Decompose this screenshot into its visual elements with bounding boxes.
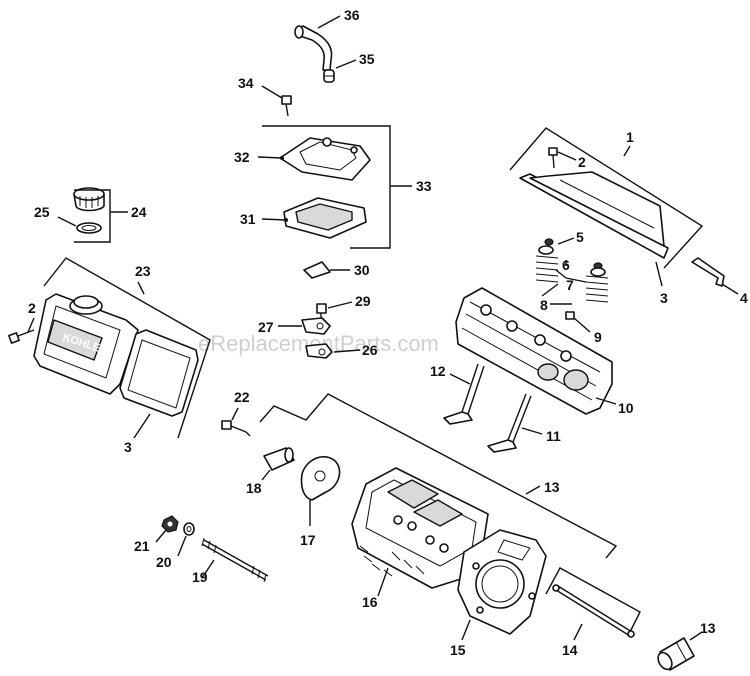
callout-22: 21 <box>134 538 150 554</box>
part-19-bushing <box>261 447 295 481</box>
callout-14: 13 <box>700 620 716 636</box>
part-25-oil-fill-cap <box>57 187 128 243</box>
bracket-15 <box>545 567 641 641</box>
callout-7: 7 <box>566 277 574 293</box>
callout-16: 15 <box>450 642 466 658</box>
part-3-right-gasket <box>655 261 663 287</box>
callout-19: 18 <box>246 480 262 496</box>
part-34-screw: 34 <box>238 75 292 117</box>
callout-32: 31 <box>240 211 256 227</box>
callout-35: 35 <box>359 51 375 67</box>
part-10-cylinder-head <box>455 287 617 415</box>
part-11-valve <box>487 393 543 453</box>
part-23-screw <box>221 407 251 437</box>
part-valve-springs <box>535 237 609 305</box>
callout-31: 33 <box>416 178 432 194</box>
part-22-nut <box>155 515 179 543</box>
bracket-13 <box>259 393 618 559</box>
bracket-1 <box>509 127 704 269</box>
bracket-24 <box>43 257 211 439</box>
callout-10: 10 <box>618 400 634 416</box>
callout-8: 8 <box>540 297 548 313</box>
callout-23: 22 <box>234 389 250 405</box>
callout-21: 20 <box>156 554 172 570</box>
callout-15: 14 <box>562 642 578 658</box>
callout-5: 5 <box>576 229 584 245</box>
part-15-push-rod <box>552 584 635 638</box>
callout-34: 34 <box>238 75 254 91</box>
callout-20: 19 <box>192 569 208 585</box>
part-35-grommet <box>323 59 357 83</box>
callout-9: 9 <box>594 329 602 345</box>
part-20-stud <box>201 537 269 583</box>
part-3-left-gasket <box>119 329 199 439</box>
part-9-seal <box>565 311 591 333</box>
part-36-breather-tube <box>294 15 341 71</box>
callout-13: 13 <box>544 479 560 495</box>
callout-27: 26 <box>362 342 378 358</box>
part-28-retainer <box>278 317 331 335</box>
part-4-bracket <box>691 257 739 295</box>
part-27-reed-stop <box>305 343 361 359</box>
callout-18: 17 <box>300 532 316 548</box>
callout-6: 6 <box>562 257 570 273</box>
callout-36: 36 <box>344 7 360 23</box>
callout-3-right: 3 <box>660 290 668 306</box>
part-2-right-screw <box>548 147 577 169</box>
bracket-31 <box>262 125 412 249</box>
part-2-left-screw <box>8 317 35 344</box>
callout-17: 16 <box>362 594 378 610</box>
part-1-right-valve-cover <box>519 171 669 259</box>
part-16-head-gasket <box>457 529 547 641</box>
part-12-valve <box>443 363 485 425</box>
part-left-valve-cover: KOHLER <box>33 293 139 395</box>
part-30-reed <box>303 261 350 279</box>
part-32-breather-gasket <box>261 197 367 239</box>
callout-30: 30 <box>354 262 370 278</box>
callout-1: 1 <box>626 129 634 145</box>
part-18-rocker-arm <box>300 456 341 526</box>
callout-2-left: 2 <box>28 300 36 316</box>
callout-29: 29 <box>355 293 371 309</box>
callout-2-right: 2 <box>578 154 586 170</box>
callout-3-left: 3 <box>124 439 132 455</box>
callout-26: 25 <box>34 204 50 220</box>
part-14-lifter <box>657 631 703 671</box>
callout-12: 12 <box>430 363 446 379</box>
part-33-breather-cover <box>257 137 371 181</box>
callout-25: 24 <box>131 204 147 220</box>
part-21-washer <box>177 522 195 557</box>
callout-4: 4 <box>740 290 748 306</box>
callout-11: 11 <box>546 428 561 444</box>
callout-33: 32 <box>234 149 250 165</box>
callout-24: 23 <box>135 263 151 279</box>
callout-28: 27 <box>258 319 274 335</box>
